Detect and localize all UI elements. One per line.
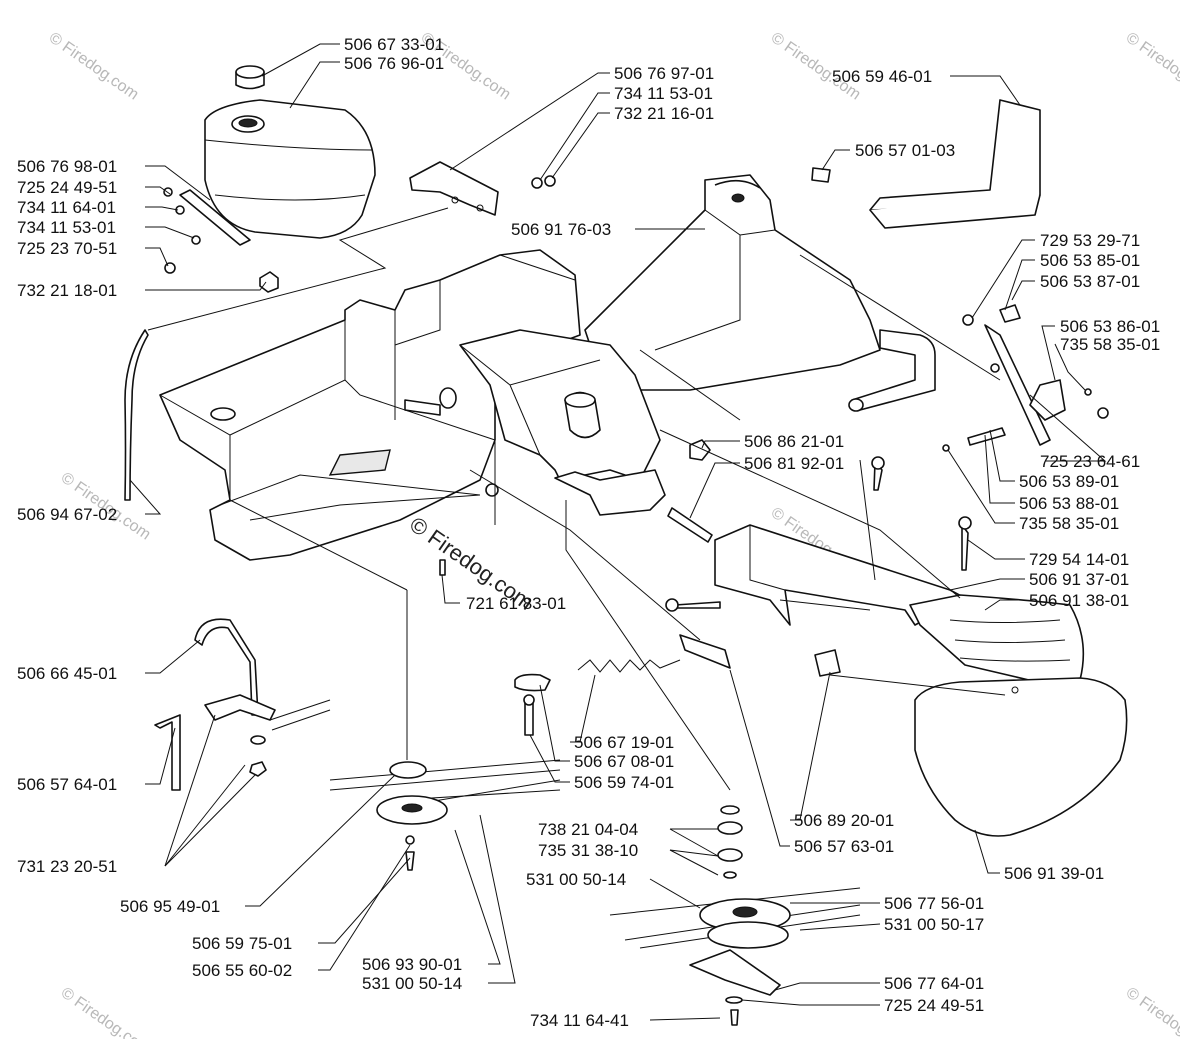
label-506-67-08-01: 506 67 08-01 bbox=[574, 752, 674, 771]
left-pulley-drawing bbox=[329, 759, 561, 871]
label-506-94-67-02: 506 94 67-02 bbox=[17, 505, 117, 524]
watermark-bottom-left: © Firedog.com bbox=[58, 984, 154, 1039]
label-729-53-29-71: 729 53 29-71 bbox=[1040, 231, 1140, 250]
label-734-11-53-01-left: 734 11 53-01 bbox=[17, 218, 116, 237]
label-506-67-19-01: 506 67 19-01 bbox=[574, 733, 674, 752]
label-506-57-64-01: 506 57 64-01 bbox=[17, 775, 117, 794]
label-734-11-64-01: 734 11 64-01 bbox=[17, 198, 116, 217]
label-735-58-35-01-top: 735 58 35-01 bbox=[1060, 335, 1160, 354]
label-725-24-49-51-top: 725 24 49-51 bbox=[17, 178, 117, 197]
label-506-53-86-01: 506 53 86-01 bbox=[1060, 317, 1160, 336]
label-506-55-60-02: 506 55 60-02 bbox=[192, 961, 292, 980]
label-506-53-85-01: 506 53 85-01 bbox=[1040, 251, 1140, 270]
label-506-57-01-03: 506 57 01-03 bbox=[855, 141, 955, 160]
label-738-21-04-04: 738 21 04-04 bbox=[538, 820, 638, 839]
label-725-23-70-51: 725 23 70-51 bbox=[17, 239, 117, 258]
label-506-53-88-01: 506 53 88-01 bbox=[1019, 494, 1119, 513]
label-506-81-92-01: 506 81 92-01 bbox=[744, 454, 844, 473]
label-531-00-50-17: 531 00 50-17 bbox=[884, 915, 984, 934]
label-725-23-64-61: 725 23 64-61 bbox=[1040, 452, 1140, 471]
label-735-31-38-10: 735 31 38-10 bbox=[538, 841, 638, 860]
label-506-76-97-01: 506 76 97-01 bbox=[614, 64, 714, 83]
tank-bracket-drawing bbox=[409, 161, 556, 216]
leader-lines bbox=[129, 43, 1107, 1021]
spring-assembly-drawing bbox=[439, 559, 731, 736]
label-506-91-39-01: 506 91 39-01 bbox=[1004, 864, 1104, 883]
label-506-91-76-03: 506 91 76-03 bbox=[511, 220, 611, 239]
watermark-top-right-2: © Firedog.com bbox=[1123, 29, 1180, 103]
label-506-53-89-01: 506 53 89-01 bbox=[1019, 472, 1119, 491]
label-506-95-49-01: 506 95 49-01 bbox=[120, 897, 220, 916]
label-732-21-16-01: 732 21 16-01 bbox=[614, 104, 714, 123]
label-731-23-20-51: 731 23 20-51 bbox=[17, 857, 117, 876]
label-506-89-20-01: 506 89 20-01 bbox=[794, 811, 894, 830]
label-531-00-50-14-top: 531 00 50-14 bbox=[526, 870, 626, 889]
label-506-67-33-01: 506 67 33-01 bbox=[344, 35, 444, 54]
fender-strip-drawing bbox=[124, 329, 149, 501]
label-506-66-45-01: 506 66 45-01 bbox=[17, 664, 117, 683]
right-pulley-drawing bbox=[609, 805, 861, 1026]
label-721-61-83-01: 721 61 83-01 bbox=[466, 594, 566, 613]
lever-linkage-drawing bbox=[942, 304, 1109, 452]
main-frame-drawing bbox=[159, 174, 936, 561]
label-506-59-74-01: 506 59 74-01 bbox=[574, 773, 674, 792]
steering-bracket-drawing bbox=[459, 329, 713, 543]
label-732-21-18-01: 732 21 18-01 bbox=[17, 281, 117, 300]
watermark-top-left: © Firedog.com bbox=[46, 29, 142, 103]
label-506-59-75-01: 506 59 75-01 bbox=[192, 934, 292, 953]
label-506-53-87-01: 506 53 87-01 bbox=[1040, 272, 1140, 291]
label-725-24-49-51-bottom: 725 24 49-51 bbox=[884, 996, 984, 1015]
label-729-54-14-01: 729 54 14-01 bbox=[1029, 550, 1129, 569]
part-labels: 506 67 33-01 506 76 96-01 506 76 97-01 7… bbox=[17, 35, 1160, 1030]
label-506-57-63-01: 506 57 63-01 bbox=[794, 837, 894, 856]
fuel-tank-drawing bbox=[204, 65, 376, 239]
label-506-76-96-01: 506 76 96-01 bbox=[344, 54, 444, 73]
label-506-91-37-01: 506 91 37-01 bbox=[1029, 570, 1129, 589]
label-506-86-21-01: 506 86 21-01 bbox=[744, 432, 844, 451]
label-506-59-46-01: 506 59 46-01 bbox=[832, 67, 932, 86]
label-531-00-50-14-bottom: 531 00 50-14 bbox=[362, 974, 462, 993]
label-734-11-53-01-top: 734 11 53-01 bbox=[614, 84, 713, 103]
label-734-11-64-41: 734 11 64-41 bbox=[530, 1011, 629, 1030]
control-rod-drawing bbox=[154, 618, 331, 791]
belt-cover-drawing bbox=[665, 456, 1128, 837]
seat-bracket-drawing bbox=[811, 99, 1041, 229]
label-735-58-35-01-bottom: 735 58 35-01 bbox=[1019, 514, 1119, 533]
label-506-76-98-01: 506 76 98-01 bbox=[17, 157, 117, 176]
watermark-bottom-right: © Firedog.com bbox=[1123, 984, 1180, 1039]
label-506-77-56-01: 506 77 56-01 bbox=[884, 894, 984, 913]
label-506-91-38-01: 506 91 38-01 bbox=[1029, 591, 1129, 610]
label-506-93-90-01: 506 93 90-01 bbox=[362, 955, 462, 974]
label-506-77-64-01: 506 77 64-01 bbox=[884, 974, 984, 993]
